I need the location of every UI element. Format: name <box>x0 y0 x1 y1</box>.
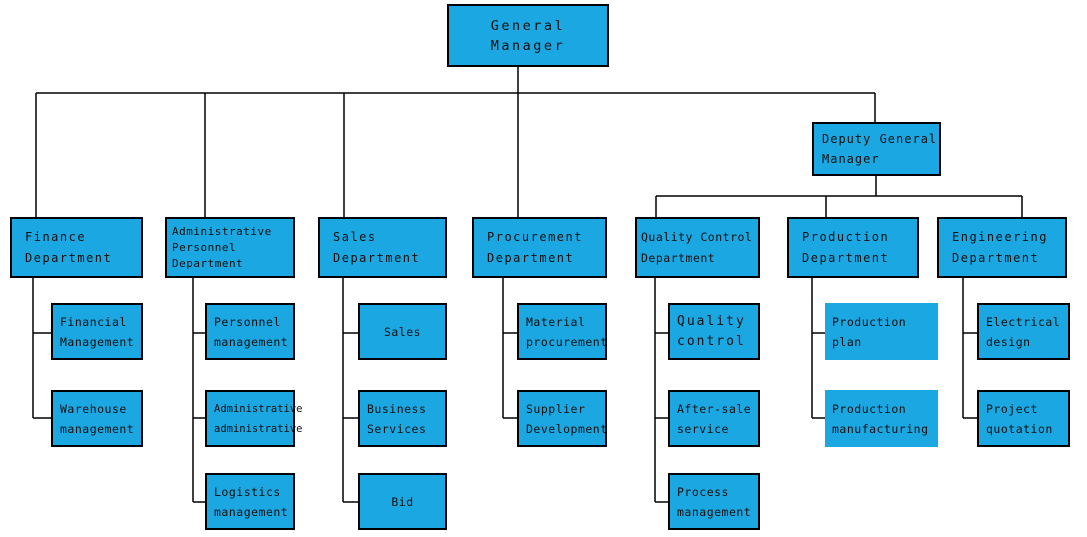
node-project-quotation: Project quotation <box>977 390 1070 447</box>
node-personnel-management: Personnel management <box>205 303 295 360</box>
node-business-services: Business Services <box>358 390 447 447</box>
node-dept-administrative-personnel: Administrative Personnel Department <box>165 217 295 278</box>
node-process-management: Process management <box>668 473 760 530</box>
node-electrical-design: Electrical design <box>977 303 1070 360</box>
node-dept-sales: Sales Department <box>318 217 447 278</box>
node-dept-procurement: Procurement Department <box>472 217 607 278</box>
node-material-procurement: Material procurement <box>517 303 607 360</box>
node-warehouse-management: Warehouse management <box>51 390 143 447</box>
node-dept-production: Production Department <box>787 217 919 278</box>
node-dept-engineering: Engineering Department <box>937 217 1067 278</box>
node-production-plan: Production plan <box>825 303 938 360</box>
node-production-manufacturing: Production manufacturing <box>825 390 938 447</box>
node-supplier-development: Supplier Development <box>517 390 607 447</box>
node-dept-finance: Finance Department <box>10 217 143 278</box>
node-financial-management: Financial Management <box>51 303 143 360</box>
node-logistics-management: Logistics management <box>205 473 295 530</box>
node-sales: Sales <box>358 303 447 360</box>
node-general-manager: General Manager <box>447 4 609 67</box>
node-administrative-administrative: Administrative administrative <box>205 390 303 447</box>
node-after-sale-service: After-sale service <box>668 390 760 447</box>
node-deputy-general-manager: Deputy General Manager <box>812 122 941 176</box>
node-quality-control: Quality control <box>668 303 760 360</box>
node-bid: Bid <box>358 473 447 530</box>
node-dept-quality-control: Quality Control Department <box>635 217 760 278</box>
